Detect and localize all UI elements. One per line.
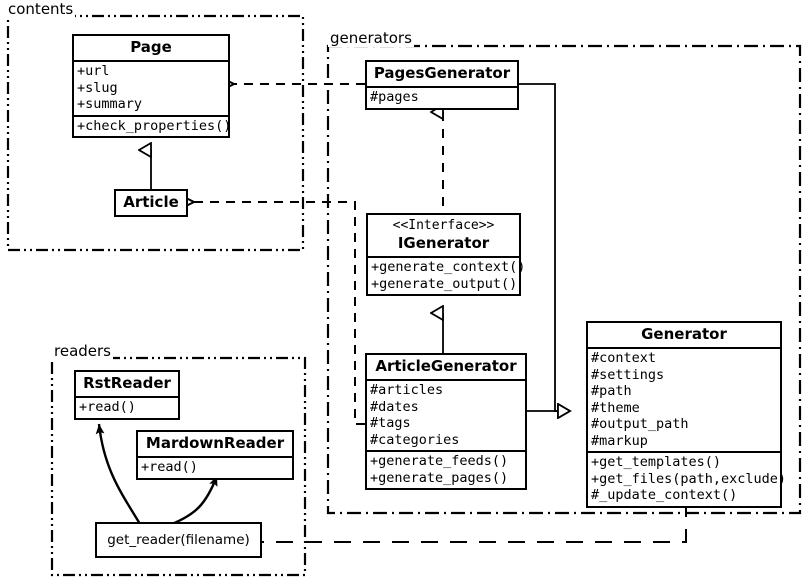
edge-get-reader-to-mardownreader: [171, 475, 219, 526]
class-attribute: #context: [591, 350, 657, 366]
package-frame-generators: [326, 44, 802, 515]
class-operation: +get_files(path,exclude): [591, 470, 787, 487]
class-operations-generator: +get_templates() +get_files(path,exclude…: [588, 451, 787, 506]
class-box-article-generator[interactable]: ArticleGenerator #articles #dates #tags …: [365, 353, 527, 490]
class-attributes-pages-generator: #pages: [367, 86, 517, 108]
package-label-contents: contents: [6, 0, 76, 18]
class-box-article[interactable]: Article: [114, 189, 188, 217]
class-attribute: +slug: [77, 79, 118, 96]
class-operation: +generate_output(): [371, 275, 518, 292]
package-frame-contents: [6, 14, 305, 252]
class-box-generator[interactable]: Generator #context #settings #path #them…: [586, 321, 787, 508]
class-attribute: +summary: [77, 96, 143, 112]
class-operations-page: +check_properties(): [74, 114, 232, 137]
class-operation: #_update_context(): [591, 487, 738, 503]
package-label-readers: readers: [52, 342, 113, 360]
class-operation: +get_templates(): [591, 454, 722, 470]
class-attribute: +url: [77, 63, 110, 79]
edge-articlegenerator-uses-article: [194, 202, 365, 425]
package-frame-readers: [50, 356, 307, 577]
class-operation: +generate_feeds(): [370, 453, 509, 469]
class-attributes-page: +url +slug +summary: [74, 60, 228, 115]
class-attribute: #path: [591, 383, 632, 399]
function-name-get-reader: get_reader(filename): [107, 532, 250, 548]
class-operations-mardown-reader: +read(): [138, 456, 292, 478]
class-box-rst-reader[interactable]: RstReader +read(): [74, 370, 180, 420]
class-box-igenerator[interactable]: <<Interface>> IGenerator +generate_conte…: [366, 213, 526, 296]
class-operations-igenerator: +generate_context() +generate_output(): [368, 256, 526, 294]
class-operation: +read(): [79, 399, 136, 415]
class-attribute: #articles: [370, 382, 444, 398]
class-attribute: #categories: [370, 431, 460, 448]
class-attribute: #dates: [370, 398, 419, 415]
edge-get-reader-to-rstreader: [95, 423, 142, 525]
class-attribute: #output_path: [591, 416, 689, 432]
class-name-pages-generator: PagesGenerator: [373, 64, 511, 82]
class-attribute: #tags: [370, 415, 411, 431]
class-operations-rst-reader: +read(): [76, 396, 178, 418]
class-name-page: Page: [130, 38, 172, 56]
class-stereotype-igenerator: <<Interface>>: [392, 218, 495, 233]
class-name-rst-reader: RstReader: [83, 374, 171, 392]
class-operation: +check_properties(): [77, 117, 232, 134]
class-name-mardown-reader: MardownReader: [145, 434, 285, 452]
class-attributes-generator: #context #settings #path #theme #output_…: [588, 347, 780, 451]
class-name-generator: Generator: [641, 325, 727, 343]
class-box-mardown-reader[interactable]: MardownReader +read(): [136, 430, 294, 480]
class-operation: +generate_context(): [371, 259, 526, 275]
class-operation: +generate_pages(): [370, 469, 509, 486]
edge-generator-uses-get-reader: [262, 500, 687, 542]
class-attributes-article-generator: #articles #dates #tags #categories: [367, 379, 525, 450]
class-box-page[interactable]: Page +url +slug +summary +check_properti…: [72, 34, 232, 138]
class-attribute: #pages: [370, 89, 419, 105]
class-attribute: #markup: [591, 432, 648, 449]
package-label-generators: generators: [328, 29, 414, 47]
function-box-get-reader[interactable]: get_reader(filename): [95, 522, 262, 558]
class-operations-article-generator: +generate_feeds() +generate_pages(): [367, 450, 525, 488]
class-attribute: #settings: [591, 366, 665, 383]
class-attribute: #theme: [591, 399, 640, 416]
class-name-igenerator: IGenerator: [397, 234, 490, 252]
class-name-article-generator: ArticleGenerator: [375, 357, 517, 375]
class-box-pages-generator[interactable]: PagesGenerator #pages: [365, 60, 519, 110]
class-operation: +read(): [141, 459, 198, 475]
class-name-article: Article: [123, 193, 179, 211]
